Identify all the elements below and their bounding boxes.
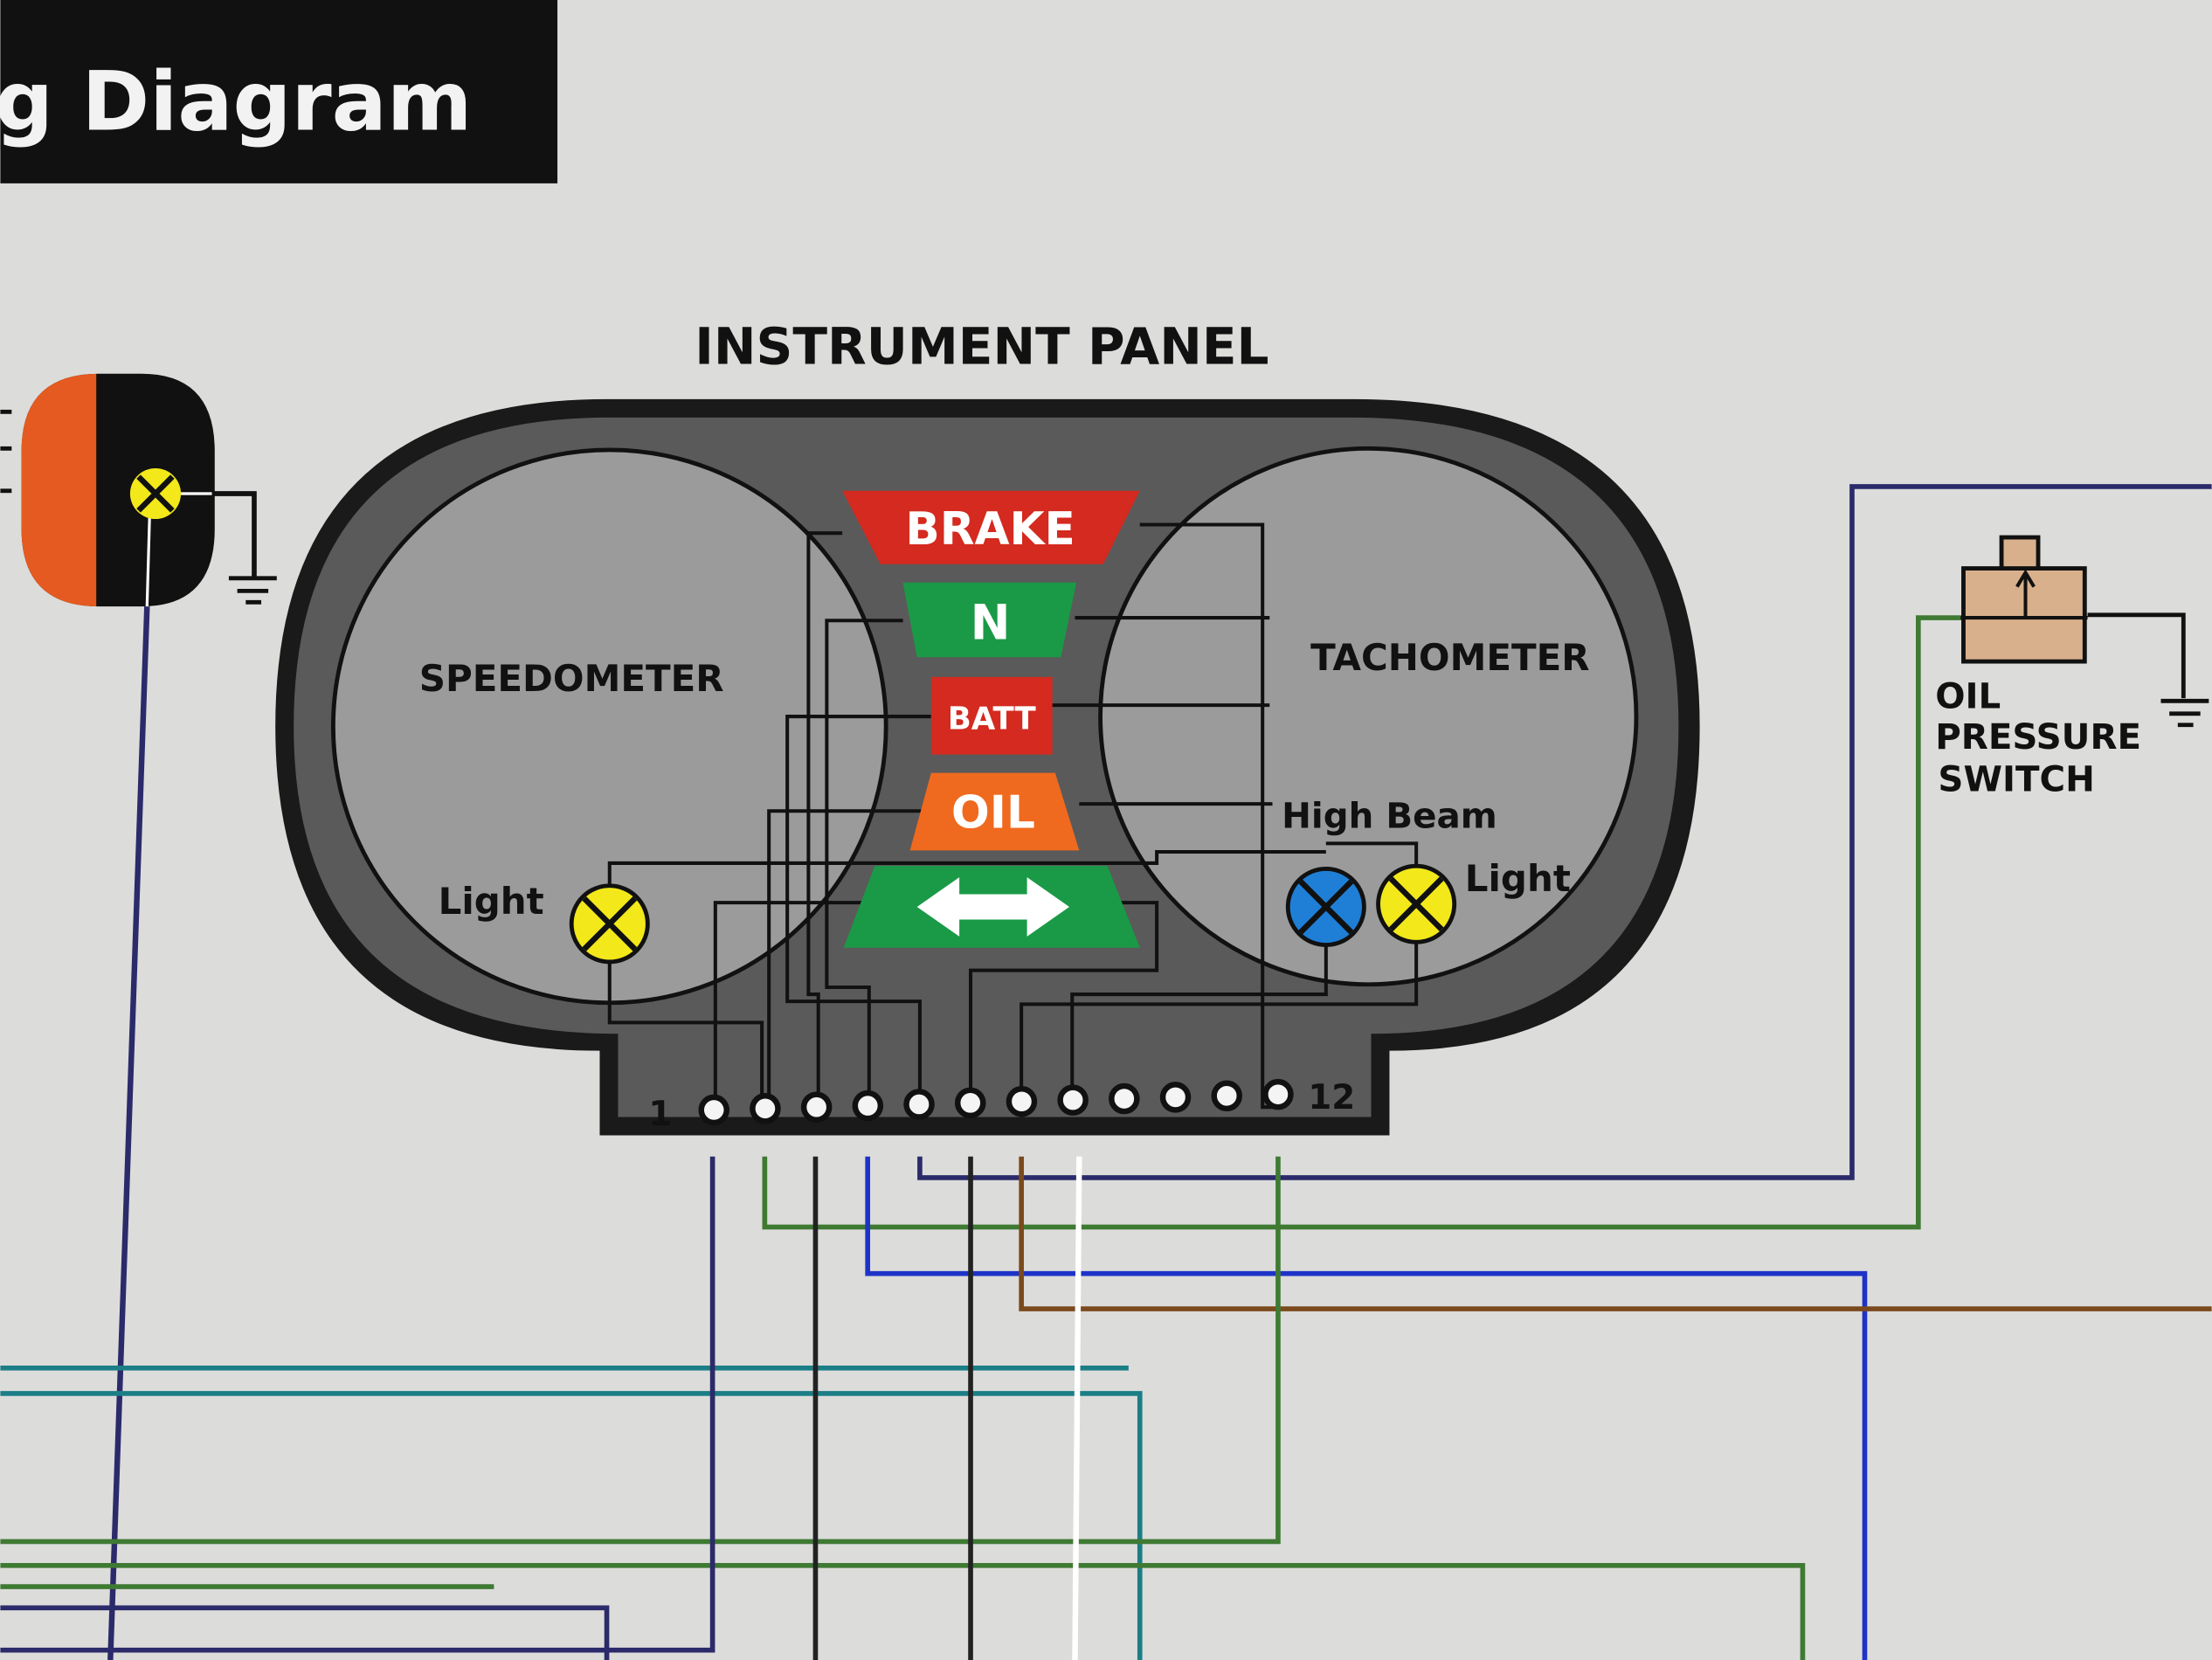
tail-light-component: [0, 373, 277, 607]
terminal-pin-3: [800, 1091, 833, 1123]
right-light-label: Light: [1465, 857, 1571, 900]
connector-terminals: [698, 1078, 1294, 1126]
terminal-pin-12: [1262, 1078, 1294, 1110]
header-banner: g Diagram: [0, 0, 558, 183]
header-title: g Diagram: [0, 55, 472, 150]
neutral-label: N: [971, 594, 1011, 650]
high-beam-bulb-icon: [1285, 866, 1366, 947]
turn-signal-indicator: [843, 866, 1140, 948]
wire-navy: [107, 606, 150, 1660]
terminal-pin-4: [852, 1089, 884, 1122]
tachometer-label: TACHOMETER: [1310, 636, 1590, 679]
bulb-icon: [569, 883, 650, 965]
internal-wires: [607, 522, 1419, 1110]
brake-label: BRAKE: [905, 503, 1075, 556]
high-beam-label: High Beam: [1282, 796, 1497, 837]
terminal-pin-8: [1057, 1084, 1089, 1116]
battery-label: BATT: [948, 702, 1037, 737]
tachometer-dial: [1098, 446, 1639, 987]
ground-symbol-icon: [228, 576, 277, 605]
terminal-pin-5: [903, 1089, 935, 1120]
oil-switch-label-2: PRESSURE: [1935, 716, 2141, 757]
oil-pressure-switch: OIL PRESSURE SWITCH: [1935, 535, 2209, 800]
bulb-icon: [129, 467, 182, 520]
left-light-label: Light: [439, 880, 544, 923]
harness-wires: [0, 484, 2212, 1660]
oil-switch-label-1: OIL: [1935, 675, 2001, 716]
ground-symbol-icon: [2160, 698, 2209, 728]
terminal-pin-6: [954, 1087, 986, 1119]
oil-indicator: OIL: [909, 772, 1080, 851]
oil-label: OIL: [951, 787, 1035, 840]
panel-title: INSTRUMENT PANEL: [695, 316, 1268, 376]
terminal-pin-9: [1109, 1082, 1140, 1115]
terminal-1-label: 1: [648, 1095, 672, 1134]
terminal-pin-7: [1006, 1085, 1038, 1117]
double-arrow-icon: [916, 877, 1070, 937]
oil-switch-label-3: SWITCH: [1938, 759, 2094, 800]
instrument-panel: INSTRUMENT PANEL SPEEDOMETER TACHOMETER: [275, 316, 1700, 1136]
terminal-pin-1: [698, 1094, 729, 1126]
terminal-pin-10: [1159, 1082, 1192, 1113]
battery-indicator: BATT: [930, 676, 1053, 755]
neutral-indicator: N: [902, 582, 1077, 658]
speedometer-label: SPEEDOMETER: [419, 657, 724, 700]
terminal-pin-2: [750, 1093, 781, 1124]
brake-indicator: BRAKE: [842, 490, 1140, 564]
terminal-pin-11: [1211, 1080, 1242, 1112]
terminal-12-label: 12: [1308, 1078, 1355, 1117]
bulb-icon: [1376, 863, 1457, 944]
